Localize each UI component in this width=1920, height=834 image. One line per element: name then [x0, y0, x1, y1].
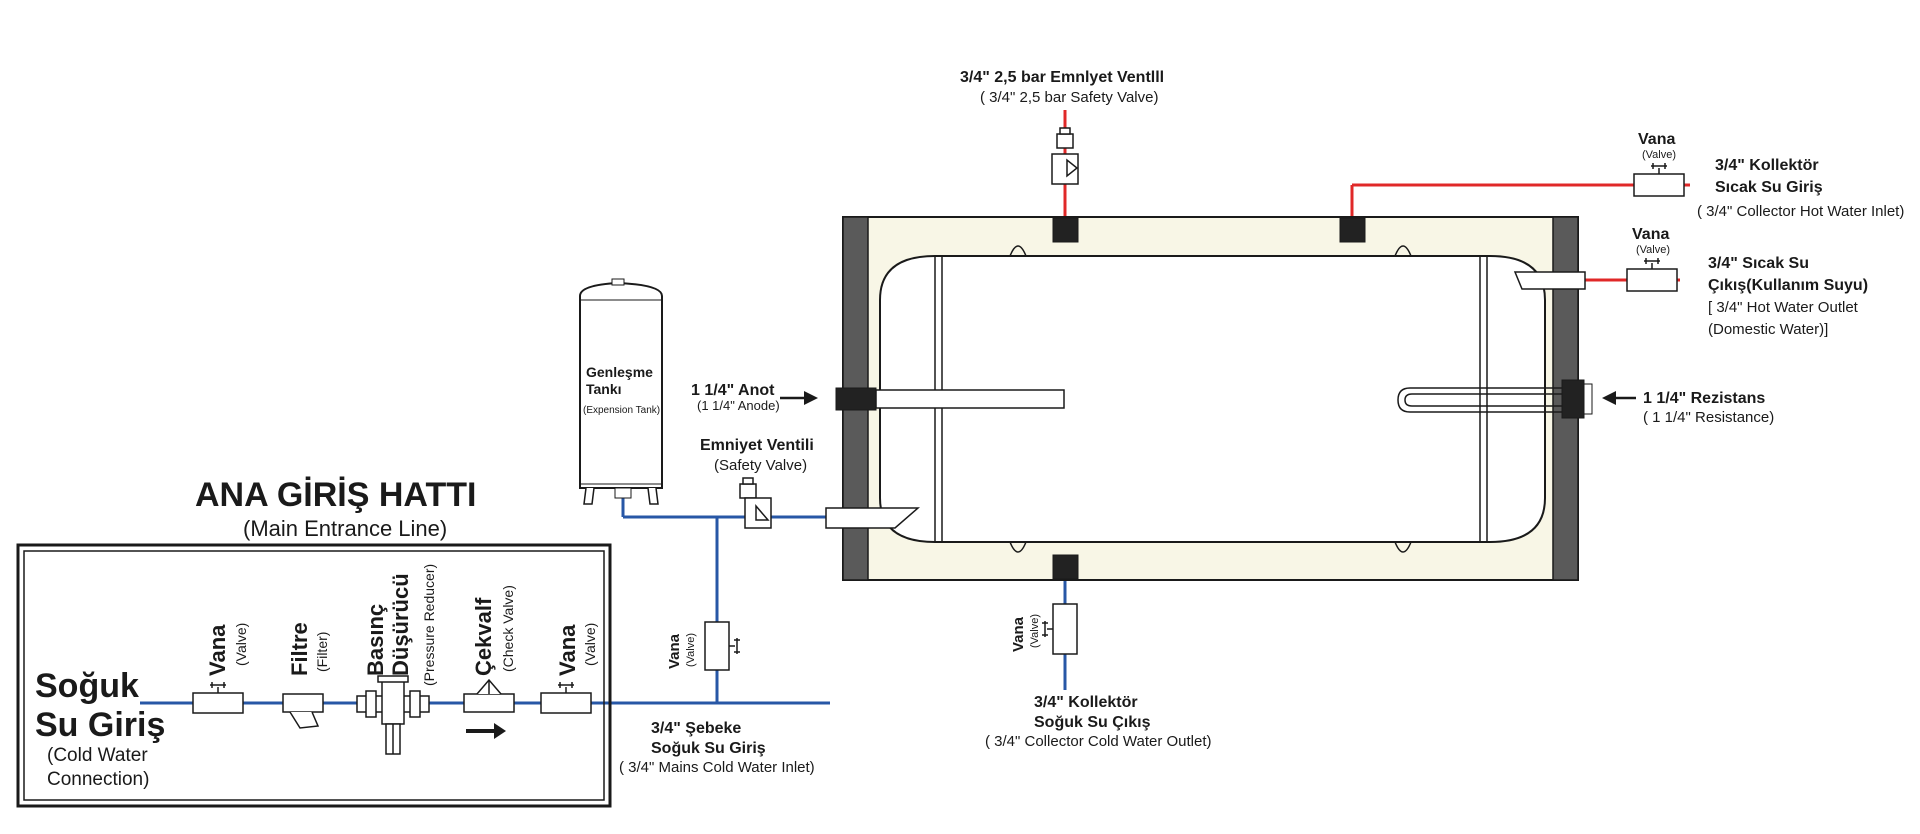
collector-hot-valve-label: Vana [1638, 131, 1675, 148]
reducer-en: (Pressure Reducer) [421, 564, 437, 686]
cold-inlet-line1: Soğuk [35, 667, 139, 705]
cekvalf-en: (Check Valve) [500, 585, 516, 672]
mains-inlet-line2: Soğuk Su Giriş [651, 740, 766, 757]
hot-outlet-valve-label: Vana [1632, 226, 1669, 243]
collector-hot-line1: 3/4" Kollektör [1715, 157, 1819, 174]
resistance-en: ( 1 1/4" Resistance) [1643, 409, 1774, 426]
cekvalf-label: Çekvalf [471, 597, 496, 676]
vana1-label: Vana [205, 624, 230, 676]
mains-inlet-line1: 3/4" Şebeke [651, 720, 741, 737]
anode-label: 1 1/4" Anot [691, 382, 775, 399]
cold-inlet-line2: Su Giriş [35, 706, 165, 744]
safety-valve-en: (Safety Valve) [714, 457, 807, 474]
safety-valve-label: Emniyet Ventili [700, 437, 814, 454]
main-entrance-frame [16, 543, 612, 808]
safety-valve-icon [739, 477, 772, 529]
valve-icon [1633, 163, 1685, 197]
vana-branch-label: Vana [666, 633, 683, 669]
cold-inlet-en1: (Cold Water [47, 745, 148, 766]
valve-icon [1042, 603, 1078, 655]
cold-inlet-en2: Connection) [47, 769, 149, 790]
vana1-en: (Valve) [233, 623, 249, 666]
vana-bottom-label: Vana [1010, 616, 1027, 652]
storage-tank [825, 216, 1593, 581]
hot-outlet-line2: Çıkış(Kullanım Suyu) [1708, 277, 1868, 294]
top-safety-en: ( 3/4" 2,5 bar Safety Valve) [980, 89, 1158, 106]
valve-icon [704, 621, 740, 671]
collector-hot-line2: Sıcak Su Giriş [1715, 179, 1823, 196]
anode-en: (1 1/4" Anode) [697, 398, 780, 413]
check-valve-icon [463, 678, 515, 713]
hot-outlet-valve-en: (Valve) [1636, 244, 1670, 256]
expansion-tank-line2: Tankı [586, 381, 622, 397]
collector-cold-en: ( 3/4" Collector Cold Water Outlet) [985, 733, 1212, 750]
expansion-tank-en: (Expension Tank) [583, 405, 660, 416]
main-line-subtitle: (Main Entrance Line) [243, 516, 447, 541]
expansion-tank-line1: Genleşme [586, 364, 653, 380]
main-line-title: ANA GİRİŞ HATTI [195, 476, 476, 514]
collector-hot-valve-en: (Valve) [1642, 149, 1676, 161]
resistance-label: 1 1/4" Rezistans [1643, 390, 1765, 407]
vana-branch-en: (Valve) [685, 633, 697, 667]
hot-outlet-line1: 3/4" Sıcak Su [1708, 255, 1809, 272]
vana2-label: Vana [555, 624, 580, 676]
vana-bottom-en: (Valve) [1029, 614, 1041, 648]
reducer-label-2: Düşürücü [388, 573, 413, 676]
filtre-en: (Filter) [314, 632, 330, 672]
expansion-tank [579, 278, 663, 505]
reducer-label-1: Basınç [363, 604, 388, 676]
mains-inlet-en: ( 3/4" Mains Cold Water Inlet) [619, 759, 815, 776]
valve-icon [192, 682, 244, 714]
hot-outlet-en1: [ 3/4" Hot Water Outlet [1708, 299, 1859, 316]
valve-icon [540, 682, 592, 714]
valve-icon [1626, 258, 1678, 292]
top-safety-label: 3/4" 2,5 bar Emnlyet Ventlll [960, 69, 1164, 86]
collector-cold-line1: 3/4" Kollektör [1034, 694, 1138, 711]
filter-icon [282, 693, 324, 729]
top-safety-valve-icon [1051, 127, 1079, 185]
vana2-en: (Valve) [582, 623, 598, 666]
collector-hot-en: ( 3/4" Collector Hot Water Inlet) [1697, 203, 1904, 220]
filtre-label: Filtre [287, 622, 312, 676]
pressure-reducer-icon [356, 675, 430, 755]
resistance-arrow-icon [1602, 391, 1636, 405]
flow-arrow-icon [466, 723, 506, 739]
anode-arrow-icon [780, 391, 818, 405]
collector-cold-line2: Soğuk Su Çıkış [1034, 714, 1151, 731]
hot-outlet-en2: (Domestic Water)] [1708, 321, 1828, 338]
